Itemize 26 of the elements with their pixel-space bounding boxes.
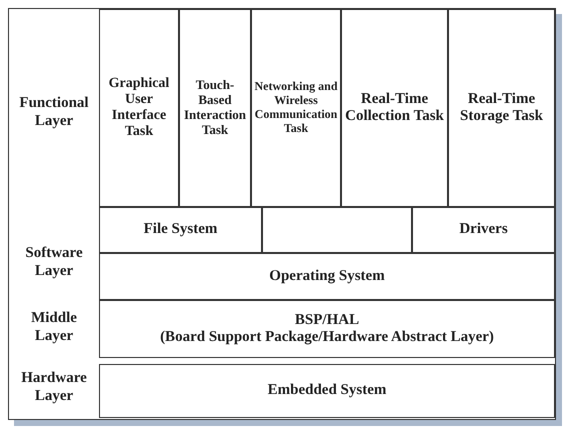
layer-title: Embedded System (268, 382, 386, 400)
layer-subtitle: (Board Support Package/Hardware Abstract Layer) (160, 329, 494, 346)
task-box (251, 9, 341, 207)
layer-title: Graphical User Interface Task (108, 76, 170, 140)
layer-label: Middle Layer (30, 309, 78, 345)
layer-box (412, 207, 555, 253)
layer-label: Functional Layer (18, 94, 90, 130)
layer-title: File System (144, 221, 218, 239)
layer-title: Real-Time Collection Task (344, 90, 445, 126)
layer-title: Touch-Based Interaction Task (182, 78, 248, 138)
layer-label: Software Layer (24, 244, 84, 280)
layer-title: Real-Time Storage Task (459, 90, 544, 126)
layer-box (262, 207, 412, 253)
task-box (179, 9, 251, 207)
layer-title: BSP/HAL (294, 312, 360, 329)
layer-title: Drivers (459, 221, 508, 239)
layer-box (99, 253, 555, 300)
task-box (99, 9, 179, 207)
layer-box (99, 300, 555, 358)
layer-box (99, 207, 262, 253)
layer-label: Hardware Layer (20, 369, 88, 405)
layer-box (99, 364, 555, 418)
task-box (341, 9, 448, 207)
task-box (448, 9, 555, 207)
layer-title: Operating System (269, 268, 385, 286)
layer-title: Networking and Wireless Communication Task (254, 80, 338, 136)
